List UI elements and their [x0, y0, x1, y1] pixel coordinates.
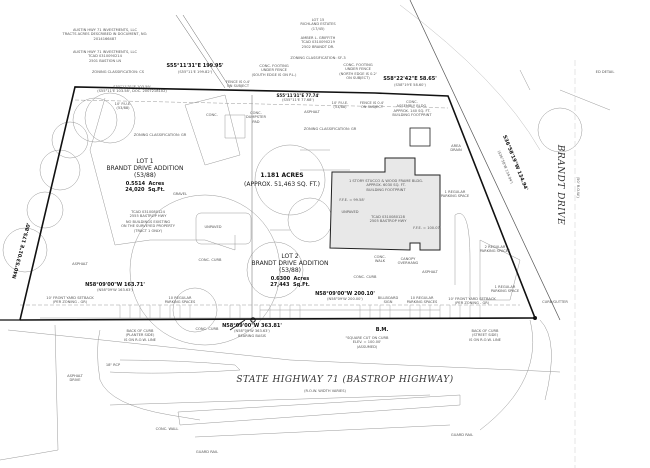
bearing-top-left: S55°11'31"E 199.95': [166, 63, 224, 69]
zoning-north: ZONING CLASSIFICATION: SF-3: [290, 56, 346, 60]
ffe-east: F.F.E. = 100.07': [413, 226, 441, 230]
conc-walk-label: CONC. WALK: [374, 255, 386, 264]
building-description: 1 STORY STUCCO & WOOD FRAME BLDG. APPROX…: [348, 179, 424, 192]
benchmark-note: "SQUARE CUT ON CURB ELEV. = 100.00' (ASS…: [345, 336, 389, 349]
asphalt-drive-label: ASPHALT DRIVE: [67, 374, 83, 383]
brandt-drive-name: BRANDT DRIVE: [555, 144, 565, 226]
conc-curb-label-3: CONC. CURB: [195, 327, 219, 331]
setback-label-2: 10' FRONT YARD SETBACK (PER ZONING - GR): [448, 297, 496, 306]
building-tcad: TCAD 0310080128 2505 BASTROP HWY: [369, 215, 407, 224]
northwest-owner-2: AUSTIN HWY 71 INVESTMENTS, LLC TCAD 0310…: [72, 50, 138, 63]
unpaved-label: UNPAVED: [204, 225, 222, 229]
conc-label: CONC.: [206, 113, 218, 117]
lot1-tcad: TCAD 0310080124 2555 BASTROP HWY: [129, 210, 167, 219]
highway-name: STATE HIGHWAY 71 (BASTROP HIGHWAY): [236, 375, 454, 385]
parking-2-label: 2 REGULAR PARKING SPACES: [479, 245, 511, 254]
fence-footing-label-2: CONC. FOOTING UNDER FENCE (NORTH EDGE IS…: [339, 63, 377, 81]
conc-wall-label: CONC. WALL: [155, 427, 179, 431]
curb-gutter-label: CURB/GUTTER: [542, 300, 568, 304]
parking-10-label-2: 10 REGULAR PARKING SPACES: [406, 296, 438, 305]
bearing-top-inner-record: (S55°11'E 103.58', DOC. 2007218102): [97, 89, 167, 93]
bearing-top-middle-record: (S55°11'E 77.68'): [282, 98, 314, 102]
setback-label: 10' FRONT YARD SETBACK (PER ZONING - GR): [46, 296, 94, 305]
back-of-curb-street: BACK OF CURB (STREET SIDE) IS ON R.O.W. …: [469, 329, 501, 342]
guard-rail-label-2: GUARD RAIL: [450, 433, 474, 437]
lot2-title: LOT 2 BRANDT DRIVE ADDITION (53/88): [251, 253, 329, 274]
area-drain-label: AREA DRAIN: [450, 144, 462, 153]
brandt-drive-row: (50' R.O.W.): [576, 176, 581, 198]
parking-1-label-2: 1 REGULAR PARKING SPACE: [490, 285, 520, 294]
rcp-label: 18" RCP: [105, 363, 121, 367]
asphalt-label: ASPHALT: [72, 262, 88, 266]
bearing-bottom-middle: N58°09'00"W 363.81': [222, 323, 282, 329]
northwest-owner-1: AUSTIN HWY 71 INVESTMENTS, LLC TRACTS AC…: [62, 28, 148, 41]
conc-curb-label: CONC. CURB: [198, 258, 222, 262]
property-boundary: [19, 86, 537, 321]
billboard-label: BILLBOARD SIGN: [377, 296, 399, 305]
parking-1-label: 1 REGULAR PARKING SPACE: [440, 190, 470, 199]
total-area: 1.181 ACRES: [260, 172, 304, 179]
building-footprint: [329, 157, 441, 251]
ffe-west: F.F.E. = 99.58': [339, 198, 365, 202]
gravel-label: GRAVEL: [172, 192, 188, 196]
bearing-bottom-right: N58°09'00"W 200.10': [315, 291, 375, 297]
zoning-center: ZONING CLASSIFICATION: GR: [303, 127, 357, 131]
asphalt-label-3: ASPHALT: [422, 270, 438, 274]
fence-on-subject-label: FENCE IS 0.4' ON SUBJECT: [225, 80, 251, 89]
north-lot-label: LOT 15 RICHLAND ESTATES (17/45): [300, 18, 336, 31]
lot1-area: 0.5514 Acres 24,020 Sq.Ft.: [125, 181, 165, 193]
bearing-bottom-left-record: (N58°09'W 163.63'): [97, 288, 133, 292]
highway-row: (R.O.W. WIDTH VARIES): [304, 389, 346, 393]
fence-footing-label: CONC. FOOTING UNDER FENCE (SOUTH EDGE IS…: [251, 64, 297, 77]
assembly-building-label: CONC. ASSEMBLY BLDG. APPROX. 140 SQ. FT.…: [392, 100, 432, 118]
guard-rail-label: GUARD RAIL: [195, 450, 219, 454]
bearing-top-right-record: (S58°19'E 58.60'): [394, 83, 426, 87]
conc-curb-label-2: CONC. CURB: [353, 275, 377, 279]
bearing-bottom-left: N58°09'00"W 163.71': [85, 282, 145, 288]
benchmark-label: B.M.: [375, 327, 389, 333]
unpaved-label-2: UNPAVED: [341, 210, 359, 214]
north-owner-label: AMBER L. GRIFFITH TCAD 0310090219 2502 B…: [300, 36, 336, 49]
bearing-basis-label: BEARING BASIS: [238, 334, 266, 338]
fence-on-subject-label-2: FENCE IS 0.4' ON SUBJECT: [359, 101, 385, 110]
asphalt-label-2: ASPHALT: [304, 110, 320, 114]
ed-detail-label: ED DETAIL: [595, 70, 615, 74]
bearing-top-inner: S55°11'31"E 103.59': [113, 85, 151, 89]
bearing-top-left-record: (S55°11'E 199.82'): [178, 70, 212, 74]
zoning-lot1: ZONING CLASSIFICATION: GR: [133, 133, 187, 137]
bearing-top-middle: S55°11'31"E 77.74': [276, 93, 320, 98]
parking-10-label: 10 REGULAR PARKING SPACES: [164, 296, 196, 305]
total-area-approx: (APPROX. 51,463 SQ. FT.): [244, 181, 320, 188]
pue-label-2: 10' P.U.E. (53/88): [331, 101, 349, 110]
dumpster-label: CONC. DUMPSTER PAD: [246, 111, 266, 124]
pue-label: 10' P.U.E. (53/88): [114, 102, 132, 111]
bearing-bottom-middle-record: (N58°09'W 363.63'): [234, 329, 270, 333]
bearing-top-right: S58°22'42"E 58.65': [383, 76, 437, 82]
back-of-curb-planter: BACK OF CURB (PLANTER SIDE) IS ON R.O.W.…: [124, 329, 156, 342]
zoning-northwest: ZONING CLASSIFICATION: CS: [91, 70, 145, 74]
lot1-title: LOT 1 BRANDT DRIVE ADDITION (53/88): [106, 158, 184, 179]
canopy-label: CANOPY OVERHANG: [397, 257, 419, 266]
lot2-area: 0.6300 Acres 27,443 Sq.Ft.: [270, 276, 310, 288]
lot1-note: NO BUILDINGS EXISTING ON THE SURVEYED PR…: [121, 220, 175, 233]
bearing-bottom-right-record: (N58°09'W 200.00'): [327, 297, 363, 301]
